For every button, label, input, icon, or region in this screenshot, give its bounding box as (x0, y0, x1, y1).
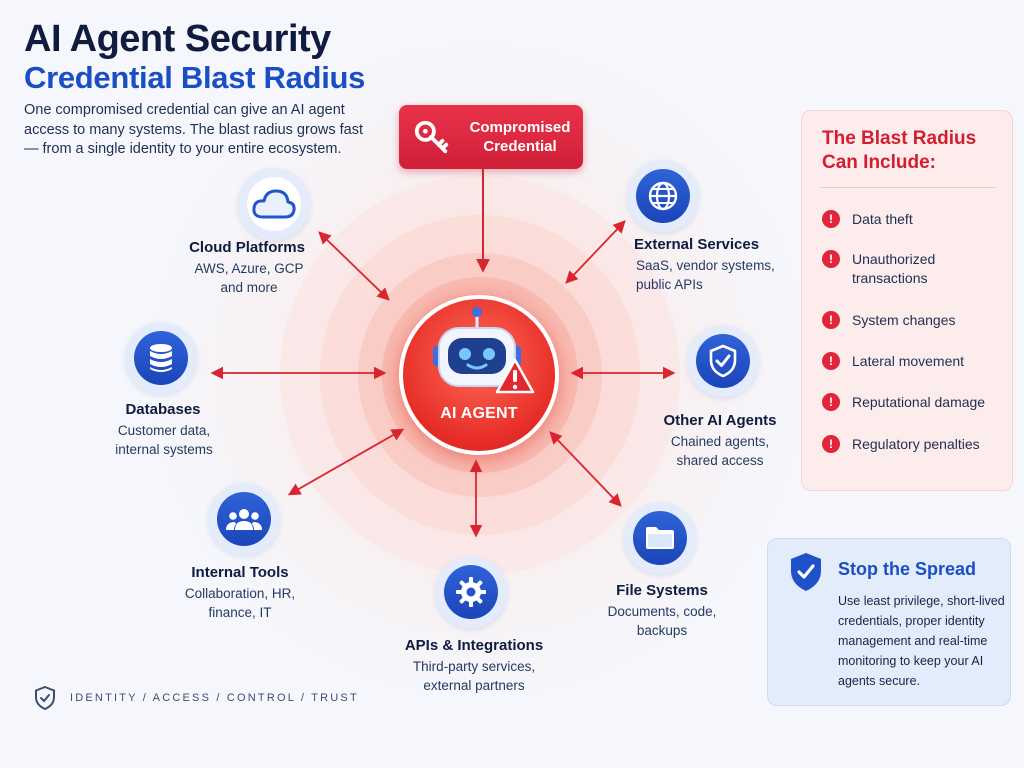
blast-item-label: Regulatory penalties (852, 436, 980, 452)
alert-icon: ! (822, 210, 840, 228)
gear-icon (456, 577, 486, 607)
blast-item: ! System changes (822, 311, 1007, 330)
arrow-files (549, 431, 622, 507)
alert-icon: ! (822, 435, 840, 453)
database-icon (150, 344, 172, 372)
alert-icon: ! (822, 393, 840, 411)
arrow-external (565, 220, 626, 284)
key-icon (414, 120, 449, 154)
blast-divider (820, 187, 996, 188)
external-desc: SaaS, vendor systems, public APIs (636, 258, 775, 292)
footer: IDENTITY / ACCESS / CONTROL / TRUST (34, 686, 359, 710)
stop-the-spread-text: Use least privilege, short-lived credent… (838, 594, 1005, 688)
footer-text: IDENTITY / ACCESS / CONTROL / TRUST (70, 692, 359, 704)
shield-check-icon (791, 553, 821, 591)
apis-node (435, 556, 507, 628)
blast-item: ! Unauthorized transactions (822, 250, 1007, 288)
stop-the-spread-panel: Stop the Spread Use least privilege, sho… (767, 538, 1011, 706)
cloud-icon (252, 189, 296, 219)
alert-icon: ! (822, 311, 840, 329)
globe-icon (648, 181, 678, 211)
stop-the-spread-title: Stop the Spread (838, 559, 977, 579)
blast-item-label: Data theft (852, 211, 913, 227)
tools-node (208, 483, 280, 555)
tools-desc: Collaboration, HR, finance, IT (184, 586, 296, 620)
databases-title: Databases (125, 401, 201, 418)
intro-text: One compromised credential can give an A… (24, 102, 364, 157)
cloud-desc: AWS, Azure, GCP and more (194, 261, 304, 295)
otherai-title: Other AI Agents (663, 412, 777, 429)
blast-item: ! Regulatory penalties (822, 435, 1007, 454)
page-subtitle: Credential Blast Radius (24, 60, 366, 95)
arrow-cloud (318, 231, 390, 301)
blast-radius-panel: The Blast Radius Can Include: ! Data the… (801, 110, 1013, 491)
external-title: External Services (634, 236, 760, 253)
blast-item-label: Lateral movement (852, 353, 965, 369)
blast-item: ! Reputational damage (822, 393, 1007, 412)
files-node (624, 502, 696, 574)
shield-lock-icon (35, 686, 55, 710)
robot-icon (433, 307, 535, 394)
blast-item-label: Unauthorized transactions (852, 251, 936, 286)
apis-title: APIs & Integrations (404, 637, 544, 654)
blast-item-label: Reputational damage (852, 394, 986, 410)
cloud-title: Cloud Platforms (189, 239, 305, 256)
blast-item-label: System changes (852, 312, 956, 328)
blast-radius-title: The Blast Radius Can Include: (822, 128, 977, 173)
compromised-credential-box: Compromised Credential (399, 105, 583, 169)
shield-check-icon (709, 344, 737, 378)
page-title: AI Agent Security (24, 18, 331, 60)
users-icon (226, 509, 262, 530)
cloud-node (238, 168, 310, 240)
alert-icon: ! (822, 352, 840, 370)
files-desc: Documents, code, backups (607, 604, 717, 638)
databases-node (125, 322, 197, 394)
blast-item: ! Lateral movement (822, 352, 1007, 371)
otherai-node (687, 325, 759, 397)
tools-title: Internal Tools (191, 564, 289, 581)
blast-item: ! Data theft (822, 210, 1007, 229)
otherai-desc: Chained agents, shared access (670, 434, 770, 468)
external-node (627, 160, 699, 232)
folder-icon (646, 527, 674, 549)
databases-desc: Customer data, internal systems (115, 423, 213, 457)
credential-label: Compromised Credential (469, 119, 571, 155)
ai-agent-label: AI AGENT (440, 405, 518, 422)
alert-icon: ! (822, 250, 840, 268)
files-title: File Systems (616, 582, 708, 599)
arrow-tools (287, 428, 405, 496)
apis-desc: Third-party services, external partners (412, 659, 536, 693)
